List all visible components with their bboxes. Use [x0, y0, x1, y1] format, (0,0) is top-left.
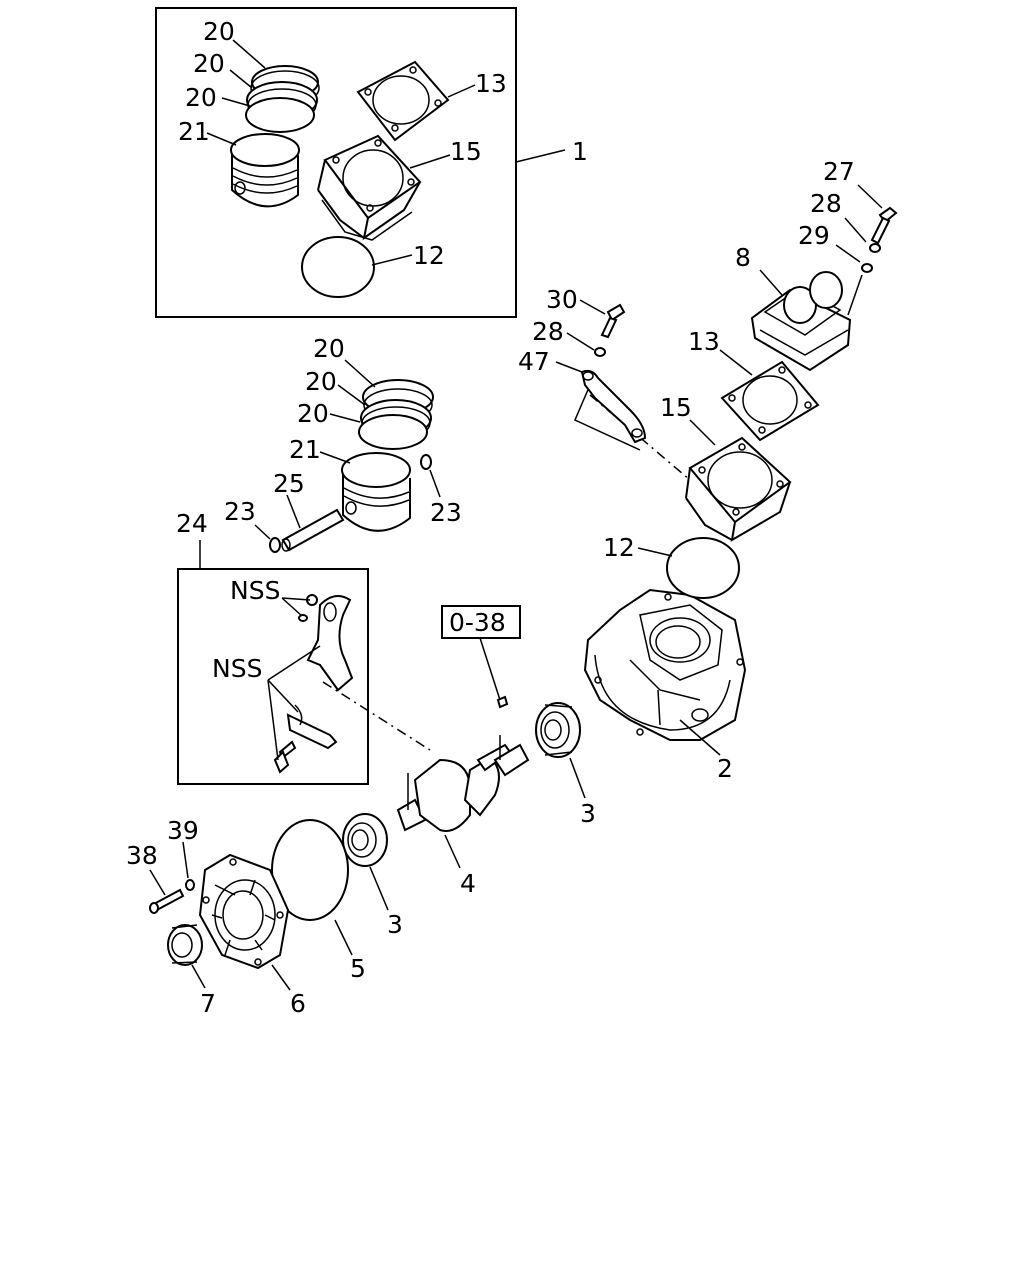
kit-gasket	[356, 60, 476, 142]
label-piston-main: 21	[289, 435, 321, 464]
conrod	[267, 594, 354, 774]
label-seal: 7	[200, 989, 216, 1018]
end-cover	[198, 853, 291, 991]
label-ref-box: 0-38	[449, 608, 506, 637]
kit-box	[155, 7, 566, 318]
label-gasket-kit: 13	[475, 69, 507, 98]
label-washer-clamp: 28	[532, 317, 564, 346]
label-clamp: 47	[518, 347, 550, 376]
label-oring-main: 12	[603, 533, 635, 562]
main-gasket	[719, 349, 820, 442]
label-oring-cover: 5	[350, 954, 366, 983]
label-conrod: 24	[176, 509, 208, 538]
label-ring-main-1: 20	[313, 334, 345, 363]
kit-piston-rings	[221, 39, 320, 133]
label-snap-left: 23	[224, 497, 256, 526]
label-kit: 1	[572, 137, 588, 166]
label-piston-kit: 21	[178, 117, 210, 146]
crankcase	[583, 588, 747, 756]
label-washer-small: 29	[798, 221, 830, 250]
main-piston	[319, 451, 411, 532]
label-ring-main-3: 20	[297, 399, 329, 428]
label-ring-main-2: 20	[305, 367, 337, 396]
kit-piston	[206, 132, 300, 208]
label-liner-main: 15	[660, 393, 692, 422]
label-head: 8	[735, 243, 751, 272]
conrod-box	[177, 540, 369, 785]
kit-cylinder-liner	[317, 134, 451, 241]
label-cover-bolt: 38	[126, 841, 158, 870]
ref-box	[441, 605, 521, 709]
assembly-lines	[322, 384, 691, 751]
label-bearing-lower: 3	[387, 910, 403, 939]
shaft-seal	[167, 924, 206, 989]
label-liner-kit: 15	[450, 137, 482, 166]
label-cover: 6	[290, 989, 306, 1018]
label-snap-right: 23	[430, 498, 462, 527]
label-ring-kit-3: 20	[185, 83, 217, 112]
main-piston-rings	[329, 359, 434, 450]
snap-rings	[254, 454, 441, 553]
label-clamp-bolt: 30	[546, 285, 578, 314]
main-o-ring	[637, 537, 740, 599]
cover-bolt	[149, 841, 195, 914]
main-cylinder-liner	[685, 419, 792, 542]
label-oring-kit: 12	[413, 241, 445, 270]
upper-bearing	[535, 702, 586, 799]
label-cover-washer: 39	[167, 816, 199, 845]
label-crankcase: 2	[717, 754, 733, 783]
head-bolt	[835, 184, 898, 316]
label-nss-top: NSS	[230, 576, 280, 605]
piston-pin	[281, 494, 345, 552]
label-head-bolt: 27	[823, 157, 855, 186]
label-ring-kit-2: 20	[193, 49, 225, 78]
clamp-assembly	[555, 299, 647, 444]
cover-o-ring	[271, 819, 353, 956]
cylinder-head	[750, 269, 852, 372]
lower-bearing	[342, 813, 389, 911]
label-nss-bottom: NSS	[212, 654, 262, 683]
kit-o-ring	[301, 236, 413, 298]
label-ring-kit-1: 20	[203, 17, 235, 46]
crankshaft	[396, 735, 530, 869]
label-bearing-upper: 3	[580, 799, 596, 828]
label-washer-head: 28	[810, 189, 842, 218]
label-crankshaft: 4	[460, 869, 476, 898]
label-pin: 25	[273, 469, 305, 498]
part-labels: 20 20 20 21 13 15 1 12 27 28 29 8 30 28 …	[126, 17, 855, 1018]
label-gasket-main: 13	[688, 327, 720, 356]
